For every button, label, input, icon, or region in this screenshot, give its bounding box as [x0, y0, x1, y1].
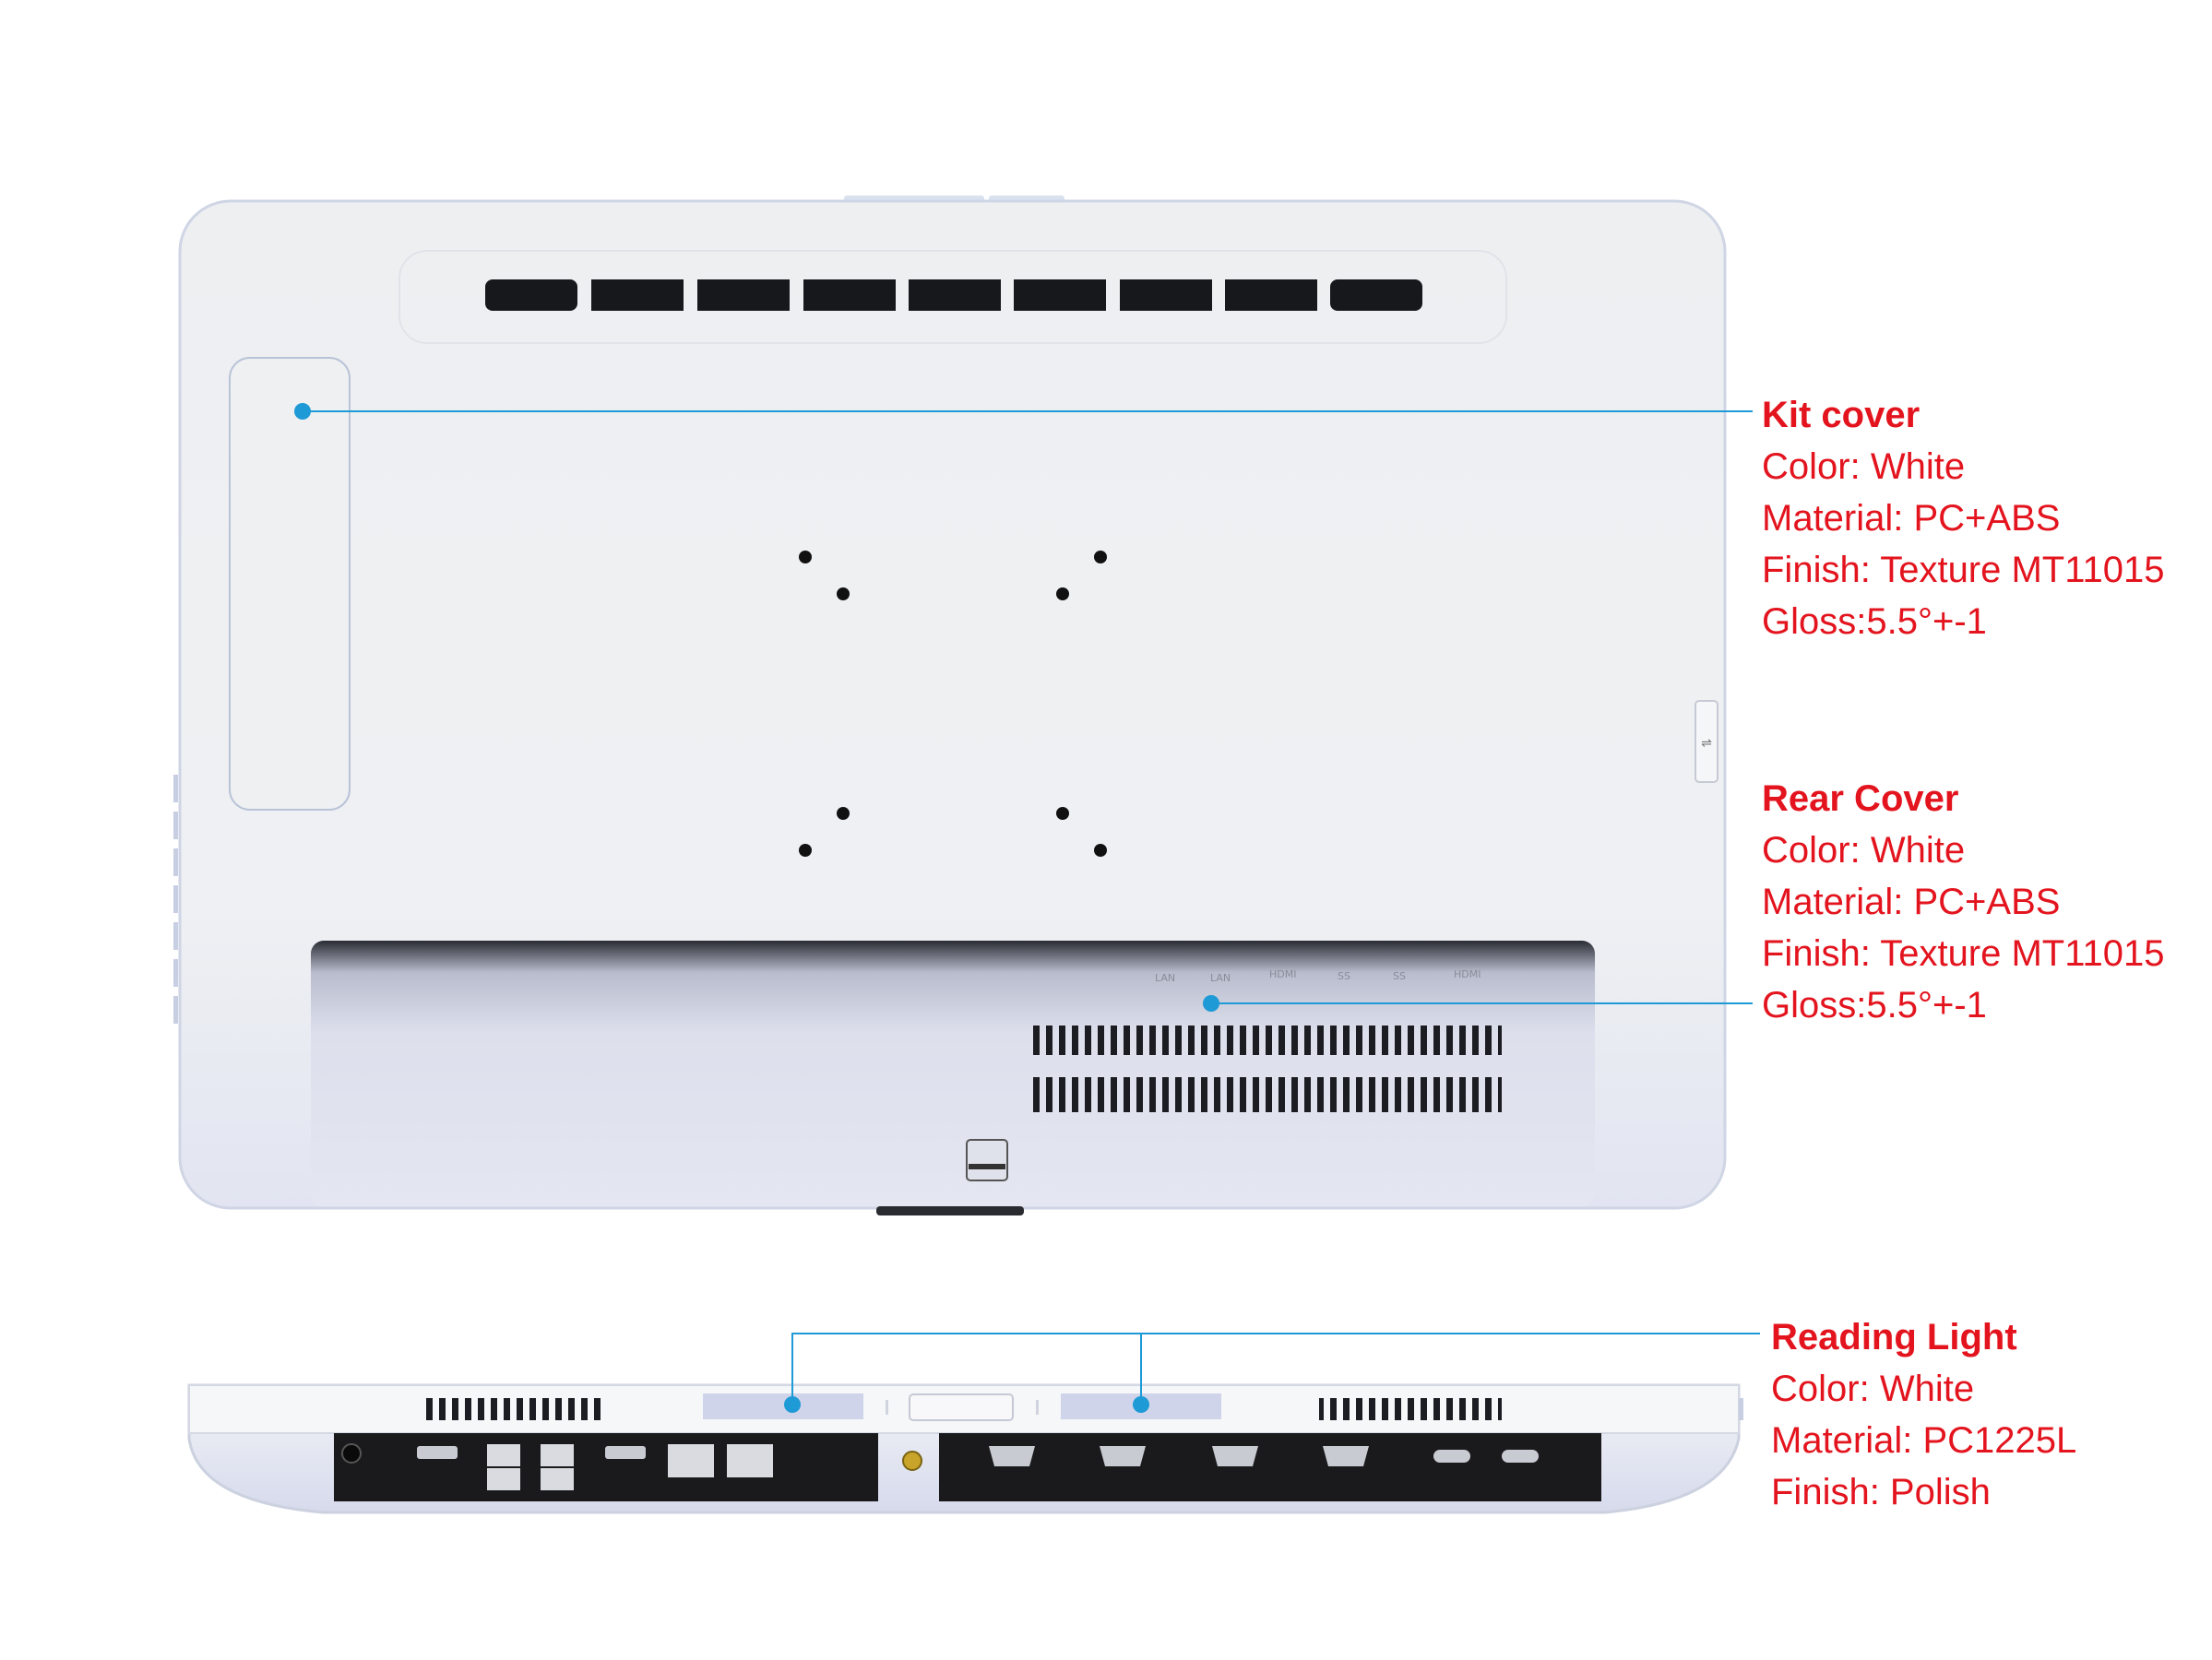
- serial-port: [1323, 1446, 1369, 1466]
- port-bay: [311, 941, 1595, 1206]
- kit-cover-callout: Kit cover Color: White Material: PC+ABS …: [1762, 389, 2165, 647]
- reading-light-callout: Reading Light Color: White Material: PC1…: [1771, 1311, 2076, 1518]
- audio-jack: [341, 1443, 362, 1464]
- screw-hole: [1056, 587, 1069, 600]
- port-label: SS: [1338, 970, 1350, 982]
- kit-cover-dot: [294, 403, 311, 420]
- usb-icon: ⇌: [1701, 736, 1712, 751]
- vent-slot: [697, 279, 790, 311]
- side-button: [173, 848, 178, 876]
- port-label: LAN: [1155, 972, 1175, 984]
- usb-port: [541, 1468, 574, 1490]
- usb-c-port: [1433, 1450, 1470, 1463]
- rear-vent-grille: [1031, 1077, 1502, 1112]
- center-label-plate: [909, 1393, 1014, 1421]
- rear-cover-dot: [1203, 995, 1219, 1012]
- leader-dots: [294, 403, 1219, 1413]
- divider: [886, 1400, 888, 1415]
- power-connector: [902, 1451, 922, 1471]
- vent-slot: [1330, 279, 1422, 311]
- rear-cover-finish: Finish: Texture MT11015: [1762, 933, 2165, 974]
- rear-view: ⇌ LAN LAN HDMI SS SS HDMI: [173, 196, 1727, 1215]
- vent-slot: [1014, 279, 1106, 311]
- usb-port: [487, 1444, 520, 1466]
- rear-cover-callout: Rear Cover Color: White Material: PC+ABS…: [1762, 773, 2165, 1031]
- bottom-vent: [424, 1398, 607, 1420]
- usb-c-port: [1502, 1450, 1539, 1463]
- usb-port: [541, 1444, 574, 1466]
- top-vents: [485, 279, 1422, 311]
- rear-cover-gloss: Gloss:5.5°+-1: [1762, 985, 1987, 1026]
- lan-port: [668, 1444, 714, 1477]
- reading-light-finish: Finish: Polish: [1771, 1472, 1991, 1512]
- rear-vent-grille: [1031, 1026, 1502, 1055]
- kit-cover-title: Kit cover: [1762, 395, 1921, 435]
- bottom-vent: [1319, 1398, 1502, 1420]
- leader-lines: [303, 410, 1760, 1405]
- hdmi-port: [605, 1446, 646, 1459]
- rear-cover-color: Color: White: [1762, 830, 1966, 871]
- rear-cover-title: Rear Cover: [1762, 778, 1959, 819]
- side-button: [173, 812, 178, 839]
- vent-slot: [909, 279, 1001, 311]
- reading-light-material: Material: PC1225L: [1771, 1420, 2077, 1461]
- side-button: [1739, 1398, 1743, 1420]
- left-port-panel: [334, 1433, 878, 1501]
- port-label: HDMI: [1269, 968, 1296, 980]
- vent-slot: [1120, 279, 1212, 311]
- kit-cover-gloss: Gloss:5.5°+-1: [1762, 601, 1987, 642]
- port-label: SS: [1393, 970, 1406, 982]
- reading-light-dot: [1133, 1396, 1149, 1413]
- screw-hole: [799, 844, 812, 857]
- reading-light-title: Reading Light: [1771, 1317, 2017, 1358]
- port-labels: LAN LAN HDMI SS SS HDMI: [1155, 968, 1481, 984]
- stand-mount: [966, 1139, 1008, 1181]
- stand-mount-slot: [969, 1164, 1005, 1169]
- serial-port: [1212, 1446, 1258, 1466]
- reading-light-dot: [784, 1396, 801, 1413]
- vent-slot: [803, 279, 896, 311]
- vent-slot: [591, 279, 684, 311]
- screw-hole: [1094, 844, 1107, 857]
- reading-light-left: [703, 1393, 863, 1419]
- side-buttons: [173, 775, 178, 1024]
- side-button: [173, 775, 178, 802]
- vesa-mount-holes: [799, 551, 1107, 857]
- side-button: [173, 922, 178, 950]
- rear-cover-material: Material: PC+ABS: [1762, 882, 2061, 922]
- usb-port: [487, 1468, 520, 1490]
- right-port-panel: [939, 1433, 1601, 1501]
- serial-port: [1100, 1446, 1146, 1466]
- screw-hole: [1094, 551, 1107, 563]
- vent-slot: [485, 279, 577, 311]
- reading-light-color: Color: White: [1771, 1369, 1975, 1409]
- stand-foot: [876, 1206, 1024, 1215]
- lan-port: [727, 1444, 773, 1477]
- hdmi-port: [417, 1446, 458, 1459]
- screw-hole: [1056, 807, 1069, 820]
- kit-cover-finish: Finish: Texture MT11015: [1762, 550, 2165, 590]
- screw-hole: [837, 807, 850, 820]
- side-button: [173, 996, 178, 1024]
- port-label: LAN: [1210, 972, 1231, 984]
- bottom-view: [187, 1383, 1743, 1514]
- port-label: HDMI: [1454, 968, 1481, 980]
- reading-light-leader: [791, 1333, 1760, 1405]
- kit-cover-material: Material: PC+ABS: [1762, 498, 2061, 539]
- side-button: [173, 959, 178, 987]
- serial-port: [989, 1446, 1035, 1466]
- screw-hole: [799, 551, 812, 563]
- screw-hole: [837, 587, 850, 600]
- side-button: [173, 885, 178, 913]
- side-usb-port: [1695, 700, 1718, 783]
- vent-zone: [398, 250, 1507, 344]
- kit-cover-panel: [229, 357, 351, 811]
- vent-slot: [1225, 279, 1317, 311]
- kit-cover-color: Color: White: [1762, 446, 1966, 487]
- divider: [1036, 1400, 1039, 1415]
